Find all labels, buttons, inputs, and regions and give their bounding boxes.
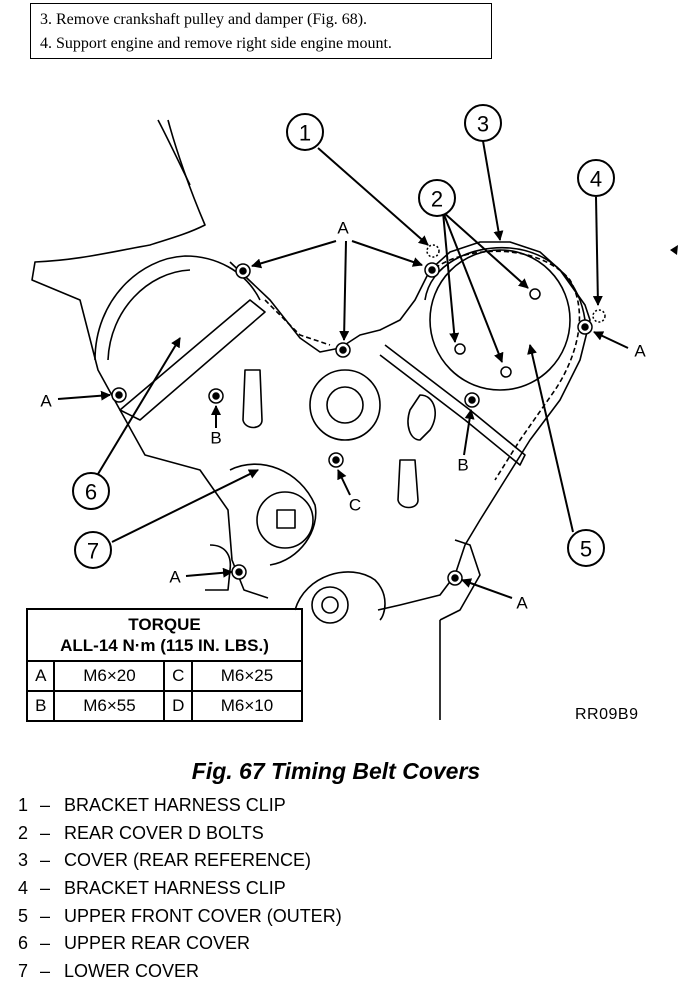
bolt-a-lower-left	[231, 564, 247, 580]
legend-text: BRACKET HARNESS CLIP	[64, 878, 286, 899]
callout-circles	[72, 104, 615, 569]
engine-outline	[31, 119, 591, 720]
legend-num: 3	[18, 850, 29, 871]
list-item: 7–LOWER COVER	[18, 958, 342, 986]
label-a-left: A	[40, 392, 52, 411]
harness-clip-top	[426, 244, 440, 258]
bolt-d-3	[500, 366, 512, 378]
step-4: 4. Support engine and remove right side …	[40, 35, 392, 52]
callout-3: 3	[477, 112, 489, 137]
label-b-right: B	[457, 456, 468, 475]
figure-code: RR09B9	[575, 706, 639, 723]
legend-num: 2	[18, 822, 29, 843]
legend-dash: –	[40, 822, 51, 843]
bolt-a-upper-left	[235, 263, 251, 279]
torque-table: TORQUE ALL-14 N·m (115 IN. LBS.) A M6×20…	[25, 608, 304, 722]
legend-text: REAR COVER D BOLTS	[64, 822, 264, 843]
torque-subtitle: ALL-14 N·m (115 IN. LBS.)	[60, 636, 269, 655]
callout-7: 7	[87, 539, 99, 564]
leader-lines	[57, 140, 629, 599]
legend-list: 1–BRACKET HARNESS CLIP 2–REAR COVER D BO…	[18, 792, 342, 986]
torque-value: M6×25	[190, 660, 304, 692]
bolt-a-center	[335, 342, 351, 358]
callout-2: 2	[431, 187, 443, 212]
bolt-d-1	[529, 288, 541, 300]
legend-text: UPPER REAR COVER	[64, 933, 251, 954]
legend-text: LOWER COVER	[64, 961, 200, 982]
label-a-lower-left: A	[169, 568, 181, 587]
label-c: C	[349, 496, 361, 515]
list-item: 5–UPPER FRONT COVER (OUTER)	[18, 903, 342, 931]
instruction-steps: 3. Remove crankshaft pulley and damper (…	[30, 3, 492, 59]
list-item: 1–BRACKET HARNESS CLIP	[18, 792, 342, 820]
legend-num: 1	[18, 795, 29, 815]
table-row: B M6×55 D M6×10	[25, 690, 304, 722]
legend-dash: –	[40, 961, 51, 982]
torque-header: TORQUE ALL-14 N·m (115 IN. LBS.)	[26, 608, 303, 662]
label-a-right: A	[634, 342, 646, 361]
torque-title: TORQUE	[128, 615, 201, 634]
harness-clip-right	[592, 309, 606, 323]
legend-text: UPPER FRONT COVER (OUTER)	[64, 905, 342, 926]
legend-dash: –	[40, 795, 51, 815]
legend-dash: –	[40, 850, 51, 871]
legend-num: 4	[18, 878, 29, 899]
callout-1: 1	[299, 121, 311, 146]
margin-mark	[670, 245, 678, 255]
bolt-b-right	[464, 392, 480, 408]
list-item: 3–COVER (REAR REFERENCE)	[18, 847, 342, 875]
legend-text: BRACKET HARNESS CLIP	[64, 795, 286, 815]
label-b-left: B	[210, 429, 221, 448]
bolt-a-right	[577, 319, 593, 335]
legend-dash: –	[40, 933, 51, 954]
legend-num: 7	[18, 961, 29, 982]
step-3: 3. Remove crankshaft pulley and damper (…	[40, 11, 368, 28]
label-a-top: A	[337, 219, 349, 238]
label-a-lower-right: A	[516, 594, 528, 613]
table-row: A M6×20 C M6×25	[25, 660, 304, 692]
torque-key: C	[163, 660, 193, 692]
torque-value: M6×55	[53, 690, 166, 722]
legend-num: 6	[18, 933, 29, 954]
torque-key: B	[25, 690, 56, 722]
legend-num: 5	[18, 905, 29, 926]
torque-key: D	[163, 690, 193, 722]
callout-6: 6	[85, 480, 97, 505]
list-item: 4–BRACKET HARNESS CLIP	[18, 875, 342, 903]
legend-dash: –	[40, 878, 51, 899]
bolt-b-left	[208, 388, 224, 404]
torque-key: A	[25, 660, 56, 692]
bolt-d-2	[454, 343, 466, 355]
figure-caption: Fig. 67 Timing Belt Covers	[191, 758, 481, 784]
bolt-c	[328, 452, 344, 468]
list-item: 2–REAR COVER D BOLTS	[18, 820, 342, 848]
list-item: 6–UPPER REAR COVER	[18, 930, 342, 958]
torque-value: M6×10	[190, 690, 304, 722]
bolt-a-left	[111, 387, 127, 403]
bolt-heads	[111, 244, 606, 586]
bolt-a-lower-right	[447, 570, 463, 586]
torque-value: M6×20	[53, 660, 166, 692]
legend-text: COVER (REAR REFERENCE)	[64, 850, 312, 871]
legend-dash: –	[40, 905, 51, 926]
callout-5: 5	[580, 537, 592, 562]
bolt-a-upper-right	[424, 262, 440, 278]
callout-4: 4	[590, 167, 602, 192]
